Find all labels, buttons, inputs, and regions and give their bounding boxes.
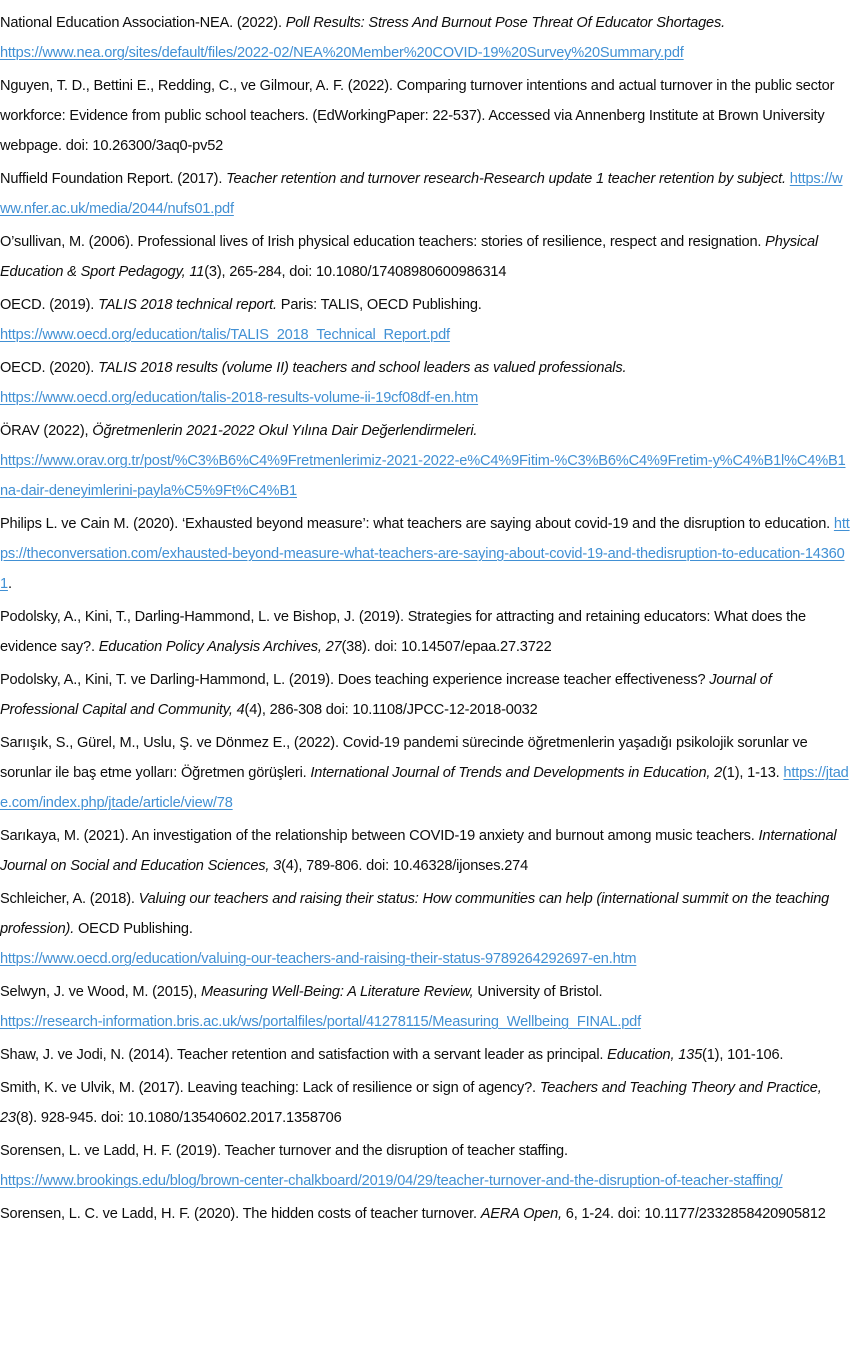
- reference-text: (3), 265-284, doi: 10.1080/1740898060098…: [204, 264, 507, 280]
- reference-entry: Smith, K. ve Ulvik, M. (2017). Leaving t…: [0, 1073, 850, 1133]
- reference-title: Education Policy Analysis Archives, 27: [98, 639, 342, 655]
- reference-entry: Nuffield Foundation Report. (2017). Teac…: [0, 164, 850, 224]
- reference-title: AERA Open,: [480, 1206, 562, 1222]
- reference-entry: Philips L. ve Cain M. (2020). ‘Exhausted…: [0, 509, 850, 599]
- reference-text: (1), 1-13.: [722, 765, 784, 781]
- reference-title: Education, 135: [607, 1047, 703, 1063]
- reference-link[interactable]: https://www.oecd.org/education/talis-201…: [0, 390, 479, 406]
- reference-title: TALIS 2018 results (volume II) teachers …: [98, 360, 627, 376]
- reference-entry: Shaw, J. ve Jodi, N. (2014). Teacher ret…: [0, 1040, 850, 1070]
- reference-entry: Schleicher, A. (2018). Valuing our teach…: [0, 884, 850, 974]
- reference-link[interactable]: https://www.oecd.org/education/valuing-o…: [0, 951, 637, 967]
- reference-entry: Podolsky, A., Kini, T. ve Darling-Hammon…: [0, 665, 850, 725]
- reference-title: TALIS 2018 technical report.: [98, 297, 277, 313]
- reference-text: .: [7, 576, 12, 592]
- reference-text: Sorensen, L. C. ve Ladd, H. F. (2020). T…: [0, 1206, 481, 1222]
- reference-text: OECD Publishing.: [74, 921, 193, 937]
- reference-link[interactable]: https://theconversation.com/exhausted-be…: [0, 516, 850, 592]
- reference-title: International Journal of Trends and Deve…: [310, 765, 723, 781]
- reference-entry: Selwyn, J. ve Wood, M. (2015), Measuring…: [0, 977, 850, 1037]
- reference-link[interactable]: https://www.orav.org.tr/post/%C3%B6%C4%9…: [0, 453, 846, 499]
- reference-link[interactable]: https://www.nea.org/sites/default/files/…: [0, 45, 684, 61]
- reference-text: O’sullivan, M. (2006). Professional live…: [0, 234, 766, 250]
- reference-text: (1), 101-106.: [702, 1047, 784, 1063]
- reference-text: University of Bristol.: [473, 984, 603, 1000]
- reference-entry: ÖRAV (2022), Öğretmenlerin 2021-2022 Oku…: [0, 416, 850, 506]
- reference-entry: OECD. (2019). TALIS 2018 technical repor…: [0, 290, 850, 350]
- reference-title: Teachers and Teaching Theory and Practic…: [0, 1080, 822, 1126]
- reference-text: Sarıkaya, M. (2021). An investigation of…: [0, 828, 759, 844]
- reference-text: ÖRAV (2022),: [0, 423, 93, 439]
- reference-text: OECD. (2020).: [0, 360, 99, 376]
- reference-list: National Education Association-NEA. (202…: [0, 8, 850, 1229]
- reference-text: Philips L. ve Cain M. (2020). ‘Exhausted…: [0, 516, 834, 532]
- reference-text: (38). doi: 10.14507/epaa.27.3722: [341, 639, 552, 655]
- reference-entry: Sorensen, L. ve Ladd, H. F. (2019). Teac…: [0, 1136, 850, 1196]
- reference-title: Teacher retention and turnover research-…: [226, 171, 786, 187]
- reference-title: Valuing our teachers and raising their s…: [0, 891, 830, 937]
- reference-link[interactable]: https://jtade.com/index.php/jtade/articl…: [0, 765, 849, 811]
- reference-link[interactable]: https://www.nfer.ac.uk/media/2044/nufs01…: [0, 171, 843, 217]
- reference-text: Nuffield Foundation Report. (2017).: [0, 171, 227, 187]
- reference-text: Schleicher, A. (2018).: [0, 891, 139, 907]
- reference-title: Measuring Well-Being: A Literature Revie…: [200, 984, 474, 1000]
- reference-text: Podolsky, A., Kini, T., Darling-Hammond,…: [0, 609, 806, 655]
- reference-text: Nguyen, T. D., Bettini E., Redding, C., …: [0, 78, 835, 154]
- reference-title: Öğretmenlerin 2021-2022 Okul Yılına Dair…: [92, 423, 478, 439]
- reference-text: 6, 1-24. doi: 10.1177/2332858420905812: [561, 1206, 826, 1222]
- reference-link[interactable]: https://www.oecd.org/education/talis/TAL…: [0, 327, 450, 343]
- reference-text: Smith, K. ve Ulvik, M. (2017). Leaving t…: [0, 1080, 540, 1096]
- reference-entry: National Education Association-NEA. (202…: [0, 8, 850, 68]
- reference-text: Podolsky, A., Kini, T. ve Darling-Hammon…: [0, 672, 710, 688]
- reference-text: Selwyn, J. ve Wood, M. (2015),: [0, 984, 201, 1000]
- reference-text: Sorensen, L. ve Ladd, H. F. (2019). Teac…: [0, 1143, 568, 1159]
- reference-text: Sarıışık, S., Gürel, M., Uslu, Ş. ve Dön…: [0, 735, 808, 781]
- reference-entry: OECD. (2020). TALIS 2018 results (volume…: [0, 353, 850, 413]
- reference-title: International Journal on Social and Educ…: [0, 828, 837, 874]
- reference-entry: Sarıışık, S., Gürel, M., Uslu, Ş. ve Dön…: [0, 728, 850, 818]
- reference-text: Shaw, J. ve Jodi, N. (2014). Teacher ret…: [0, 1047, 608, 1063]
- reference-text: (4), 789-806. doi: 10.46328/ijonses.274: [281, 858, 529, 874]
- reference-text: Paris: TALIS, OECD Publishing.: [276, 297, 482, 313]
- reference-title: Journal of Professional Capital and Comm…: [0, 672, 772, 718]
- reference-title: Physical Education & Sport Pedagogy, 11: [0, 234, 819, 280]
- reference-text: OECD. (2019).: [0, 297, 99, 313]
- reference-entry: Nguyen, T. D., Bettini E., Redding, C., …: [0, 71, 850, 161]
- reference-text: (8). 928-945. doi: 10.1080/13540602.2017…: [15, 1110, 342, 1126]
- reference-entry: Podolsky, A., Kini, T., Darling-Hammond,…: [0, 602, 850, 662]
- reference-text: National Education Association-NEA. (202…: [0, 15, 286, 31]
- reference-entry: O’sullivan, M. (2006). Professional live…: [0, 227, 850, 287]
- reference-link[interactable]: https://research-information.bris.ac.uk/…: [0, 1014, 641, 1030]
- reference-text: (4), 286-308 doi: 10.1108/JPCC-12-2018-0…: [244, 702, 538, 718]
- reference-title: Poll Results: Stress And Burnout Pose Th…: [285, 15, 725, 31]
- reference-entry: Sorensen, L. C. ve Ladd, H. F. (2020). T…: [0, 1199, 850, 1229]
- reference-entry: Sarıkaya, M. (2021). An investigation of…: [0, 821, 850, 881]
- reference-link[interactable]: https://www.brookings.edu/blog/brown-cen…: [0, 1173, 783, 1189]
